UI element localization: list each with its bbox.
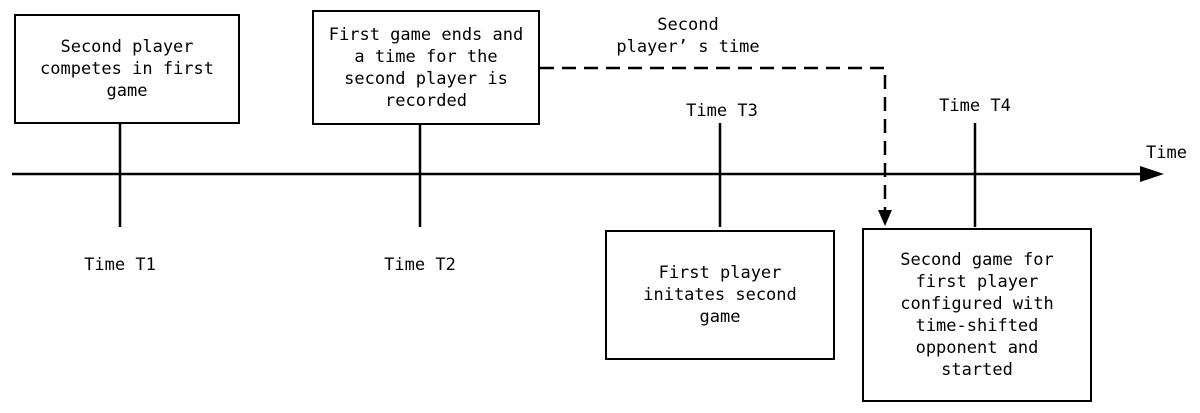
time-axis-label: Time	[1146, 142, 1187, 164]
box-line: first player	[916, 271, 1039, 293]
box-line: Second player	[60, 36, 193, 58]
box-line: recorded	[385, 90, 467, 112]
box-line: opponent and	[916, 337, 1039, 359]
box-first-game-ends: First game ends and a time for the secon…	[312, 10, 540, 125]
box-line: second player is	[344, 68, 508, 90]
box-first-player-initiates: First player initates second game	[605, 230, 835, 360]
box-line: game	[700, 306, 741, 328]
box-second-player-competes: Second player competes in first game	[14, 14, 240, 124]
dashed-arrow-head	[878, 210, 892, 226]
time-label-t1: Time T1	[84, 254, 156, 276]
second-players-time-line: Second	[616, 14, 759, 36]
box-second-game-configured: Second game for first player configured …	[862, 228, 1092, 402]
box-line: First player	[659, 262, 782, 284]
box-line: time-shifted	[916, 315, 1039, 337]
box-line: First game ends and	[329, 24, 523, 46]
second-players-time-label: Second player’ s time	[616, 14, 759, 58]
box-line: initates second	[643, 284, 797, 306]
time-label-t3: Time T3	[686, 100, 758, 122]
dashed-arrow	[540, 68, 885, 214]
box-line: started	[941, 359, 1013, 381]
time-label-t4: Time T4	[939, 95, 1011, 117]
second-players-time-line: player’ s time	[616, 36, 759, 58]
box-line: game	[107, 80, 148, 102]
box-line: competes in first	[40, 58, 214, 80]
time-axis-arrowhead	[1140, 166, 1164, 182]
box-line: Second game for	[900, 249, 1054, 271]
box-line: a time for the	[354, 46, 497, 68]
box-line: configured with	[900, 293, 1054, 315]
time-label-t2: Time T2	[384, 254, 456, 276]
